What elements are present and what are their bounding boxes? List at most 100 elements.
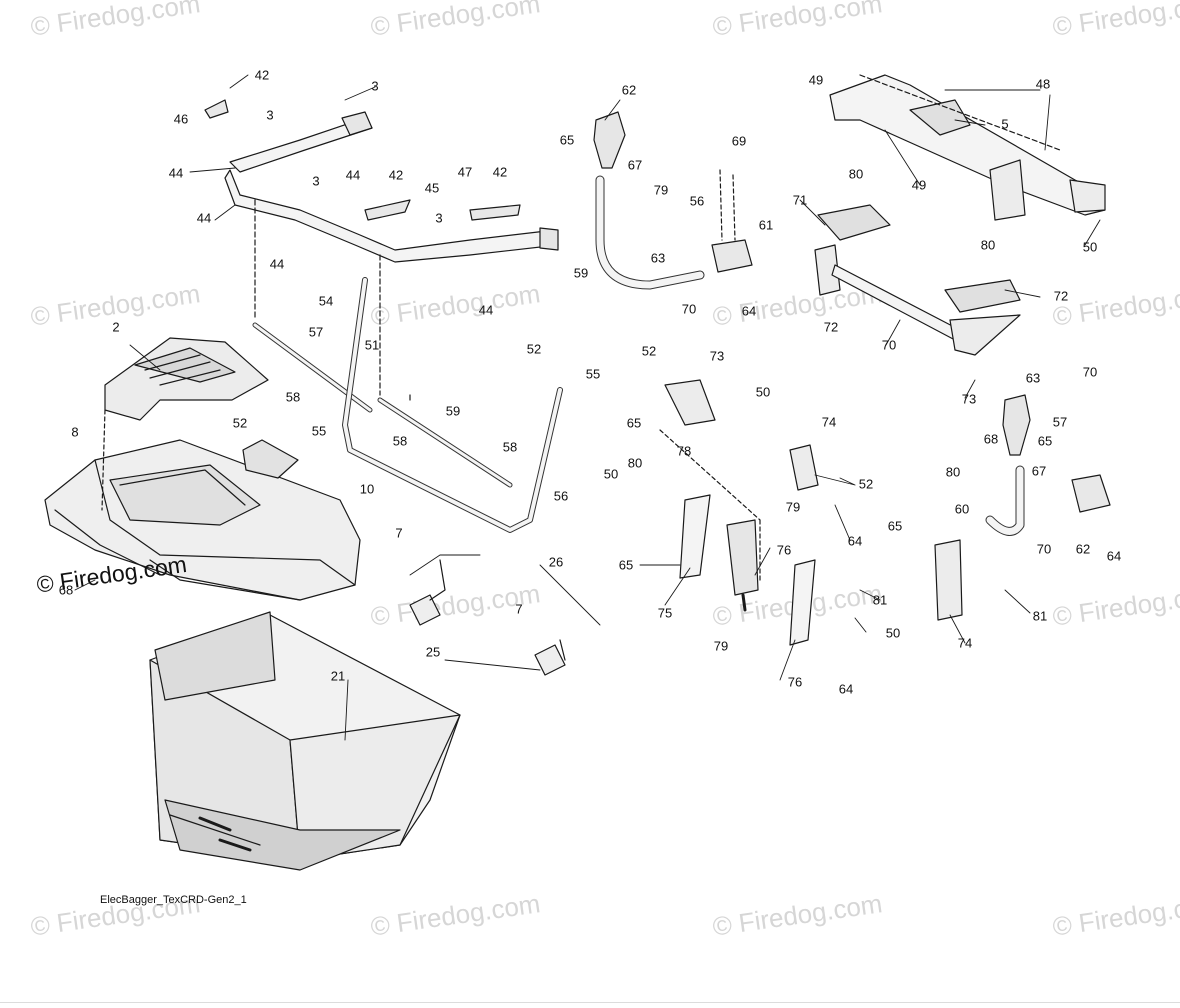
callout-25: 25 xyxy=(425,644,441,660)
callout-7: 7 xyxy=(515,601,523,617)
callout-78: 76 xyxy=(776,542,792,558)
bracket-47 xyxy=(204,99,229,119)
callout-76: 75 xyxy=(657,605,673,621)
callout-61: 60 xyxy=(954,501,970,517)
callout-51: 50 xyxy=(755,384,771,400)
callout-68: 68 xyxy=(983,431,999,447)
bracket-46 xyxy=(364,199,411,221)
callout-49: 48 xyxy=(1035,76,1051,92)
callout-45: 44 xyxy=(168,165,184,181)
callout-76: 76 xyxy=(787,674,803,690)
callout-72: 71 xyxy=(792,192,808,208)
callout-79: 78 xyxy=(676,443,692,459)
callout-71: 70 xyxy=(881,337,897,353)
callout-50: 50 xyxy=(603,466,619,482)
actuator-assembly xyxy=(659,379,819,646)
callout-26: 26 xyxy=(548,554,564,570)
callout-70: 70 xyxy=(681,301,697,317)
callout-59: 58 xyxy=(285,389,301,405)
callout-46: 45 xyxy=(424,180,440,196)
callout-57: 57 xyxy=(1052,414,1068,430)
callout-81: 80 xyxy=(627,455,643,471)
grass-bag xyxy=(149,611,461,871)
callout-80: 79 xyxy=(653,182,669,198)
diagram-caption: ElecBagger_TexCRD-Gen2_1 xyxy=(100,894,247,906)
callout-44: 44 xyxy=(345,167,361,183)
callout-8: 8 xyxy=(71,424,79,440)
callout-42: 42 xyxy=(254,67,270,83)
callout-3: 3 xyxy=(371,78,379,94)
lift-handle xyxy=(593,111,753,290)
callout-57: 56 xyxy=(689,193,705,209)
callout-42: 42 xyxy=(388,167,404,183)
callout-79: 79 xyxy=(713,638,729,654)
callout-67: 67 xyxy=(1031,463,1047,479)
callout-58: 57 xyxy=(308,324,324,340)
callout-56: 56 xyxy=(553,488,569,504)
callout-59: 59 xyxy=(445,403,461,419)
callout-58: 58 xyxy=(392,433,408,449)
callout-50: 49 xyxy=(808,72,824,88)
callout-52: 52 xyxy=(858,476,874,492)
callout-82: 81 xyxy=(1032,608,1048,624)
callout-65: 64 xyxy=(741,303,757,319)
bottom-divider xyxy=(0,1002,1180,1003)
latches xyxy=(409,394,566,676)
callout-65: 65 xyxy=(887,518,903,534)
leader-lines xyxy=(74,74,1101,741)
bracket-48 xyxy=(469,204,521,221)
right-handle-assembly xyxy=(934,394,1111,621)
callout-81: 81 xyxy=(872,592,888,608)
callout-56: 55 xyxy=(311,423,327,439)
callout-62: 61 xyxy=(758,217,774,233)
callout-52: 51 xyxy=(364,337,380,353)
callout-75: 74 xyxy=(957,635,973,651)
callout-80: 80 xyxy=(980,237,996,253)
callout-2: 2 xyxy=(112,319,120,335)
callout-64: 64 xyxy=(838,681,854,697)
callout-44: 44 xyxy=(478,302,494,318)
callout-60: 59 xyxy=(573,265,589,281)
callout-52: 52 xyxy=(641,343,657,359)
callout-42: 42 xyxy=(492,164,508,180)
callout-58: 58 xyxy=(502,439,518,455)
rod-assembly xyxy=(252,199,563,533)
callout-67: 65 xyxy=(559,132,575,148)
callout-52: 52 xyxy=(526,341,542,357)
mount-frame xyxy=(829,74,1106,221)
callout-50: 50 xyxy=(885,625,901,641)
callout-50: 50 xyxy=(1082,239,1098,255)
callout-70: 70 xyxy=(1036,541,1052,557)
callout-10: 10 xyxy=(359,481,375,497)
callout-3: 3 xyxy=(435,210,443,226)
callout-80: 80 xyxy=(848,166,864,182)
callout-47: 46 xyxy=(173,111,189,127)
callout-73: 72 xyxy=(823,319,839,335)
callout-3: 3 xyxy=(266,107,274,123)
bag-handle xyxy=(242,439,299,479)
callout-7: 7 xyxy=(395,525,403,541)
callout-72: 72 xyxy=(1053,288,1069,304)
callout-44: 44 xyxy=(196,210,212,226)
callout-3: 3 xyxy=(312,173,320,189)
mount-assembly xyxy=(814,204,1021,356)
bag-lid xyxy=(44,439,361,601)
callout-65: 65 xyxy=(618,557,634,573)
callout-5: 5 xyxy=(1001,116,1009,132)
callout-49: 49 xyxy=(911,177,927,193)
callout-65: 65 xyxy=(626,415,642,431)
callout-65: 65 xyxy=(1037,433,1053,449)
callout-55: 55 xyxy=(585,366,601,382)
callout-44: 44 xyxy=(269,256,285,272)
callout-70: 69 xyxy=(731,133,747,149)
callout-63: 63 xyxy=(1025,370,1041,386)
callout-64: 64 xyxy=(847,533,863,549)
callout-70: 70 xyxy=(1082,364,1098,380)
callout-21: 21 xyxy=(330,668,346,684)
callout-62: 62 xyxy=(1075,541,1091,557)
bag-frame xyxy=(224,111,559,263)
callout-74: 74 xyxy=(821,414,837,430)
callout-63: 62 xyxy=(621,82,637,98)
